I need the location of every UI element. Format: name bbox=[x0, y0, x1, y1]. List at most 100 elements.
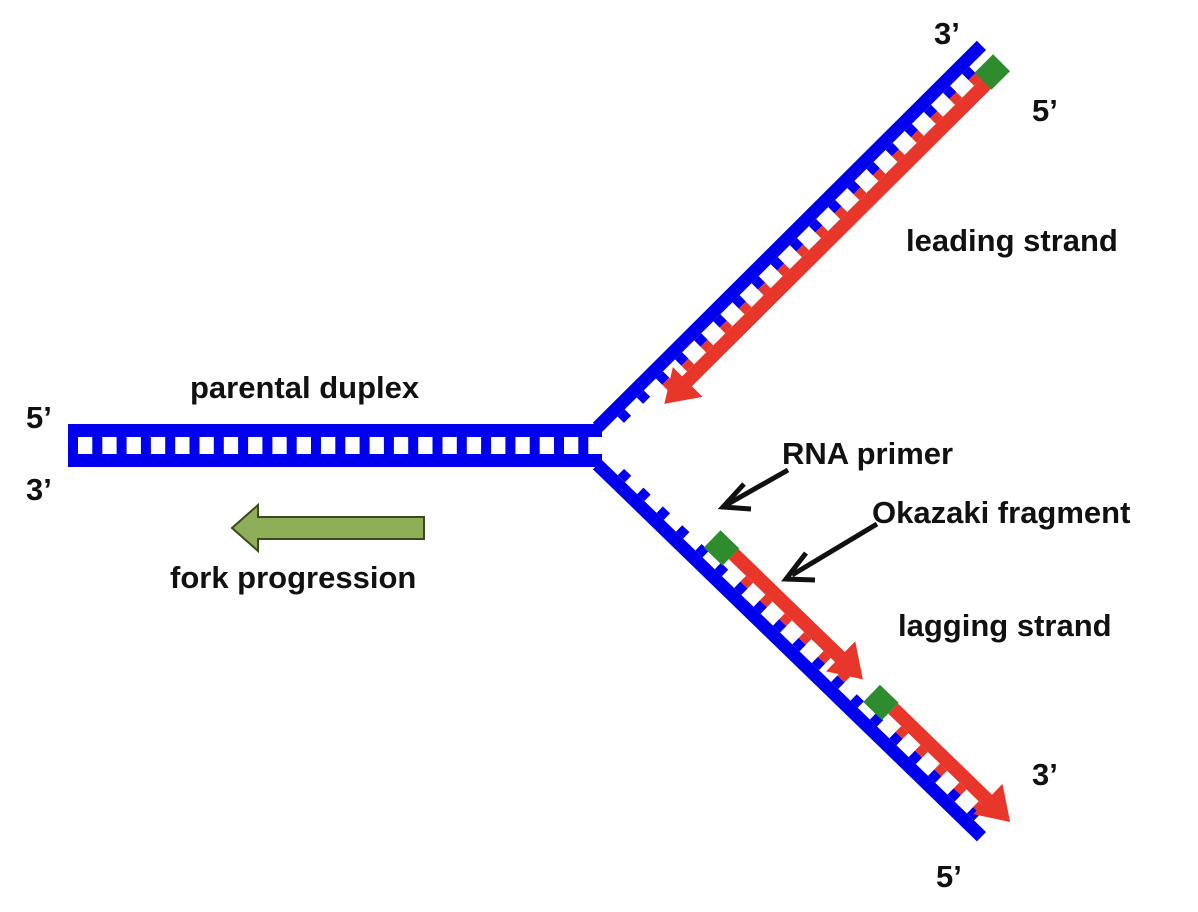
leading-new-5prime-label: 5’ bbox=[1032, 93, 1058, 128]
base-pair-rung-template bbox=[811, 656, 826, 671]
new-strand-arrowhead bbox=[826, 641, 863, 680]
rna-primer bbox=[703, 530, 740, 566]
new-strand-arrowhead bbox=[973, 783, 1011, 822]
new-strand-body bbox=[728, 549, 847, 664]
base-pair-rung bbox=[529, 436, 540, 455]
lagging-new-3prime-label: 3’ bbox=[1032, 757, 1058, 792]
base-pair-rung-new bbox=[798, 632, 812, 645]
base-pair-rung-template bbox=[694, 333, 708, 347]
base-pair-rung-new bbox=[930, 111, 943, 124]
base-pair-rung-template bbox=[637, 487, 651, 502]
base-pair-rung-template bbox=[751, 276, 766, 290]
lagging-strand-arm bbox=[592, 459, 1011, 842]
rna-primer-pointer bbox=[726, 467, 790, 507]
rna-primer-pointer-head bbox=[717, 482, 752, 512]
base-pair-rung bbox=[335, 436, 346, 455]
rna-primer bbox=[863, 684, 899, 721]
base-pair-rung bbox=[456, 436, 467, 455]
base-pair-rung bbox=[432, 436, 443, 455]
base-pair-rung-template bbox=[889, 731, 903, 746]
okazaki-fragment bbox=[703, 530, 863, 683]
duplex-bottom-strand bbox=[68, 454, 602, 467]
base-pair-rung-template bbox=[714, 562, 729, 577]
parental-duplex bbox=[68, 424, 602, 467]
base-pair-rung-template bbox=[792, 637, 806, 652]
base-pair-rung-new bbox=[872, 168, 886, 181]
duplex-bottom-3prime-label: 3’ bbox=[26, 472, 52, 507]
leading-strand-label: leading strand bbox=[906, 223, 1118, 258]
base-pair-rung-template bbox=[809, 219, 823, 233]
new-strand-body bbox=[888, 703, 994, 807]
base-pair-rung-new bbox=[953, 782, 967, 796]
base-pair-rung-new bbox=[853, 187, 867, 201]
base-pair-rung-template bbox=[732, 295, 746, 309]
base-pair-rung-new bbox=[777, 263, 790, 277]
lagging-strand-label: lagging strand bbox=[898, 608, 1112, 643]
base-pair-rung-new bbox=[700, 339, 714, 353]
base-pair-rung-new bbox=[738, 301, 752, 315]
base-pair-rung-template bbox=[636, 390, 651, 404]
duplex-top-strand bbox=[68, 424, 602, 437]
base-pair-rung-template bbox=[923, 104, 938, 119]
template-strand bbox=[592, 40, 986, 432]
base-pair-rung-template bbox=[675, 352, 689, 366]
base-pair-rung-template bbox=[947, 788, 961, 802]
base-pair-rung bbox=[189, 436, 200, 455]
base-pair-rung bbox=[140, 436, 151, 455]
parental-duplex-label: parental duplex bbox=[190, 370, 420, 405]
base-pair-rung-template bbox=[908, 750, 923, 765]
base-pair-rung-template bbox=[828, 199, 842, 214]
base-pair-rung bbox=[359, 436, 370, 455]
base-pair-rung bbox=[481, 436, 492, 455]
base-pair-rung-new bbox=[934, 763, 948, 777]
leading-template-3prime-label: 3’ bbox=[934, 16, 960, 51]
base-pair-rung-new bbox=[895, 726, 909, 739]
template-strand bbox=[592, 459, 987, 842]
base-pair-rung-template bbox=[770, 257, 785, 271]
base-pair-rung-template bbox=[617, 409, 632, 423]
fork-progression-arrow-icon bbox=[230, 502, 425, 554]
base-pair-rung-new bbox=[719, 320, 733, 334]
fork-progression-arrow bbox=[230, 502, 425, 554]
base-pair-rung bbox=[213, 436, 224, 455]
base-pair-rung-template bbox=[850, 694, 864, 708]
base-pair-rung-template bbox=[962, 66, 976, 81]
base-pair-rung-template bbox=[904, 123, 919, 138]
base-pair-rung bbox=[505, 436, 516, 455]
base-pair-rung-new bbox=[681, 358, 695, 372]
okazaki-fragment-pointer-head bbox=[781, 551, 816, 583]
lagging-template-5prime-label: 5’ bbox=[936, 859, 962, 894]
base-pair-rung-template bbox=[928, 769, 942, 783]
base-pair-rung-template bbox=[789, 238, 804, 252]
base-pair-rung-template bbox=[675, 525, 690, 539]
leading-arm bbox=[592, 40, 1010, 432]
base-pair-rung bbox=[311, 436, 321, 455]
base-pair-rung-new bbox=[796, 244, 809, 258]
base-pair-rung-new bbox=[815, 225, 829, 239]
labels: parental duplex fork progression leading… bbox=[26, 16, 1130, 894]
base-pair-rung-new bbox=[834, 206, 848, 220]
base-pair-rung-new bbox=[949, 92, 963, 105]
base-pair-rung-template bbox=[885, 142, 900, 157]
lagging-arm bbox=[592, 459, 1011, 842]
rna-primer-label: RNA primer bbox=[782, 436, 953, 471]
base-pair-rung-template bbox=[734, 581, 748, 595]
duplex-top-5prime-label: 5’ bbox=[26, 400, 52, 435]
base-pair-rung bbox=[578, 436, 589, 455]
okazaki-fragment-label: Okazaki fragment bbox=[872, 495, 1130, 530]
new-strand-arrowhead bbox=[664, 367, 703, 404]
base-pair-rung-new bbox=[759, 594, 773, 608]
base-pair-rung bbox=[238, 436, 249, 455]
base-pair-rung-template bbox=[847, 180, 861, 195]
base-pair-rung bbox=[116, 436, 127, 455]
fork-progression-label: fork progression bbox=[170, 560, 416, 595]
base-pair-rung bbox=[262, 436, 273, 455]
base-pair-rung bbox=[286, 436, 297, 455]
base-pair-rung-new bbox=[757, 282, 771, 296]
base-pair-rung-template bbox=[695, 543, 709, 558]
pointer-arrows bbox=[717, 467, 879, 583]
okazaki-fragment-pointer bbox=[790, 521, 879, 578]
base-pair-rung-new bbox=[891, 149, 905, 162]
base-pair-rung-template bbox=[772, 619, 787, 633]
